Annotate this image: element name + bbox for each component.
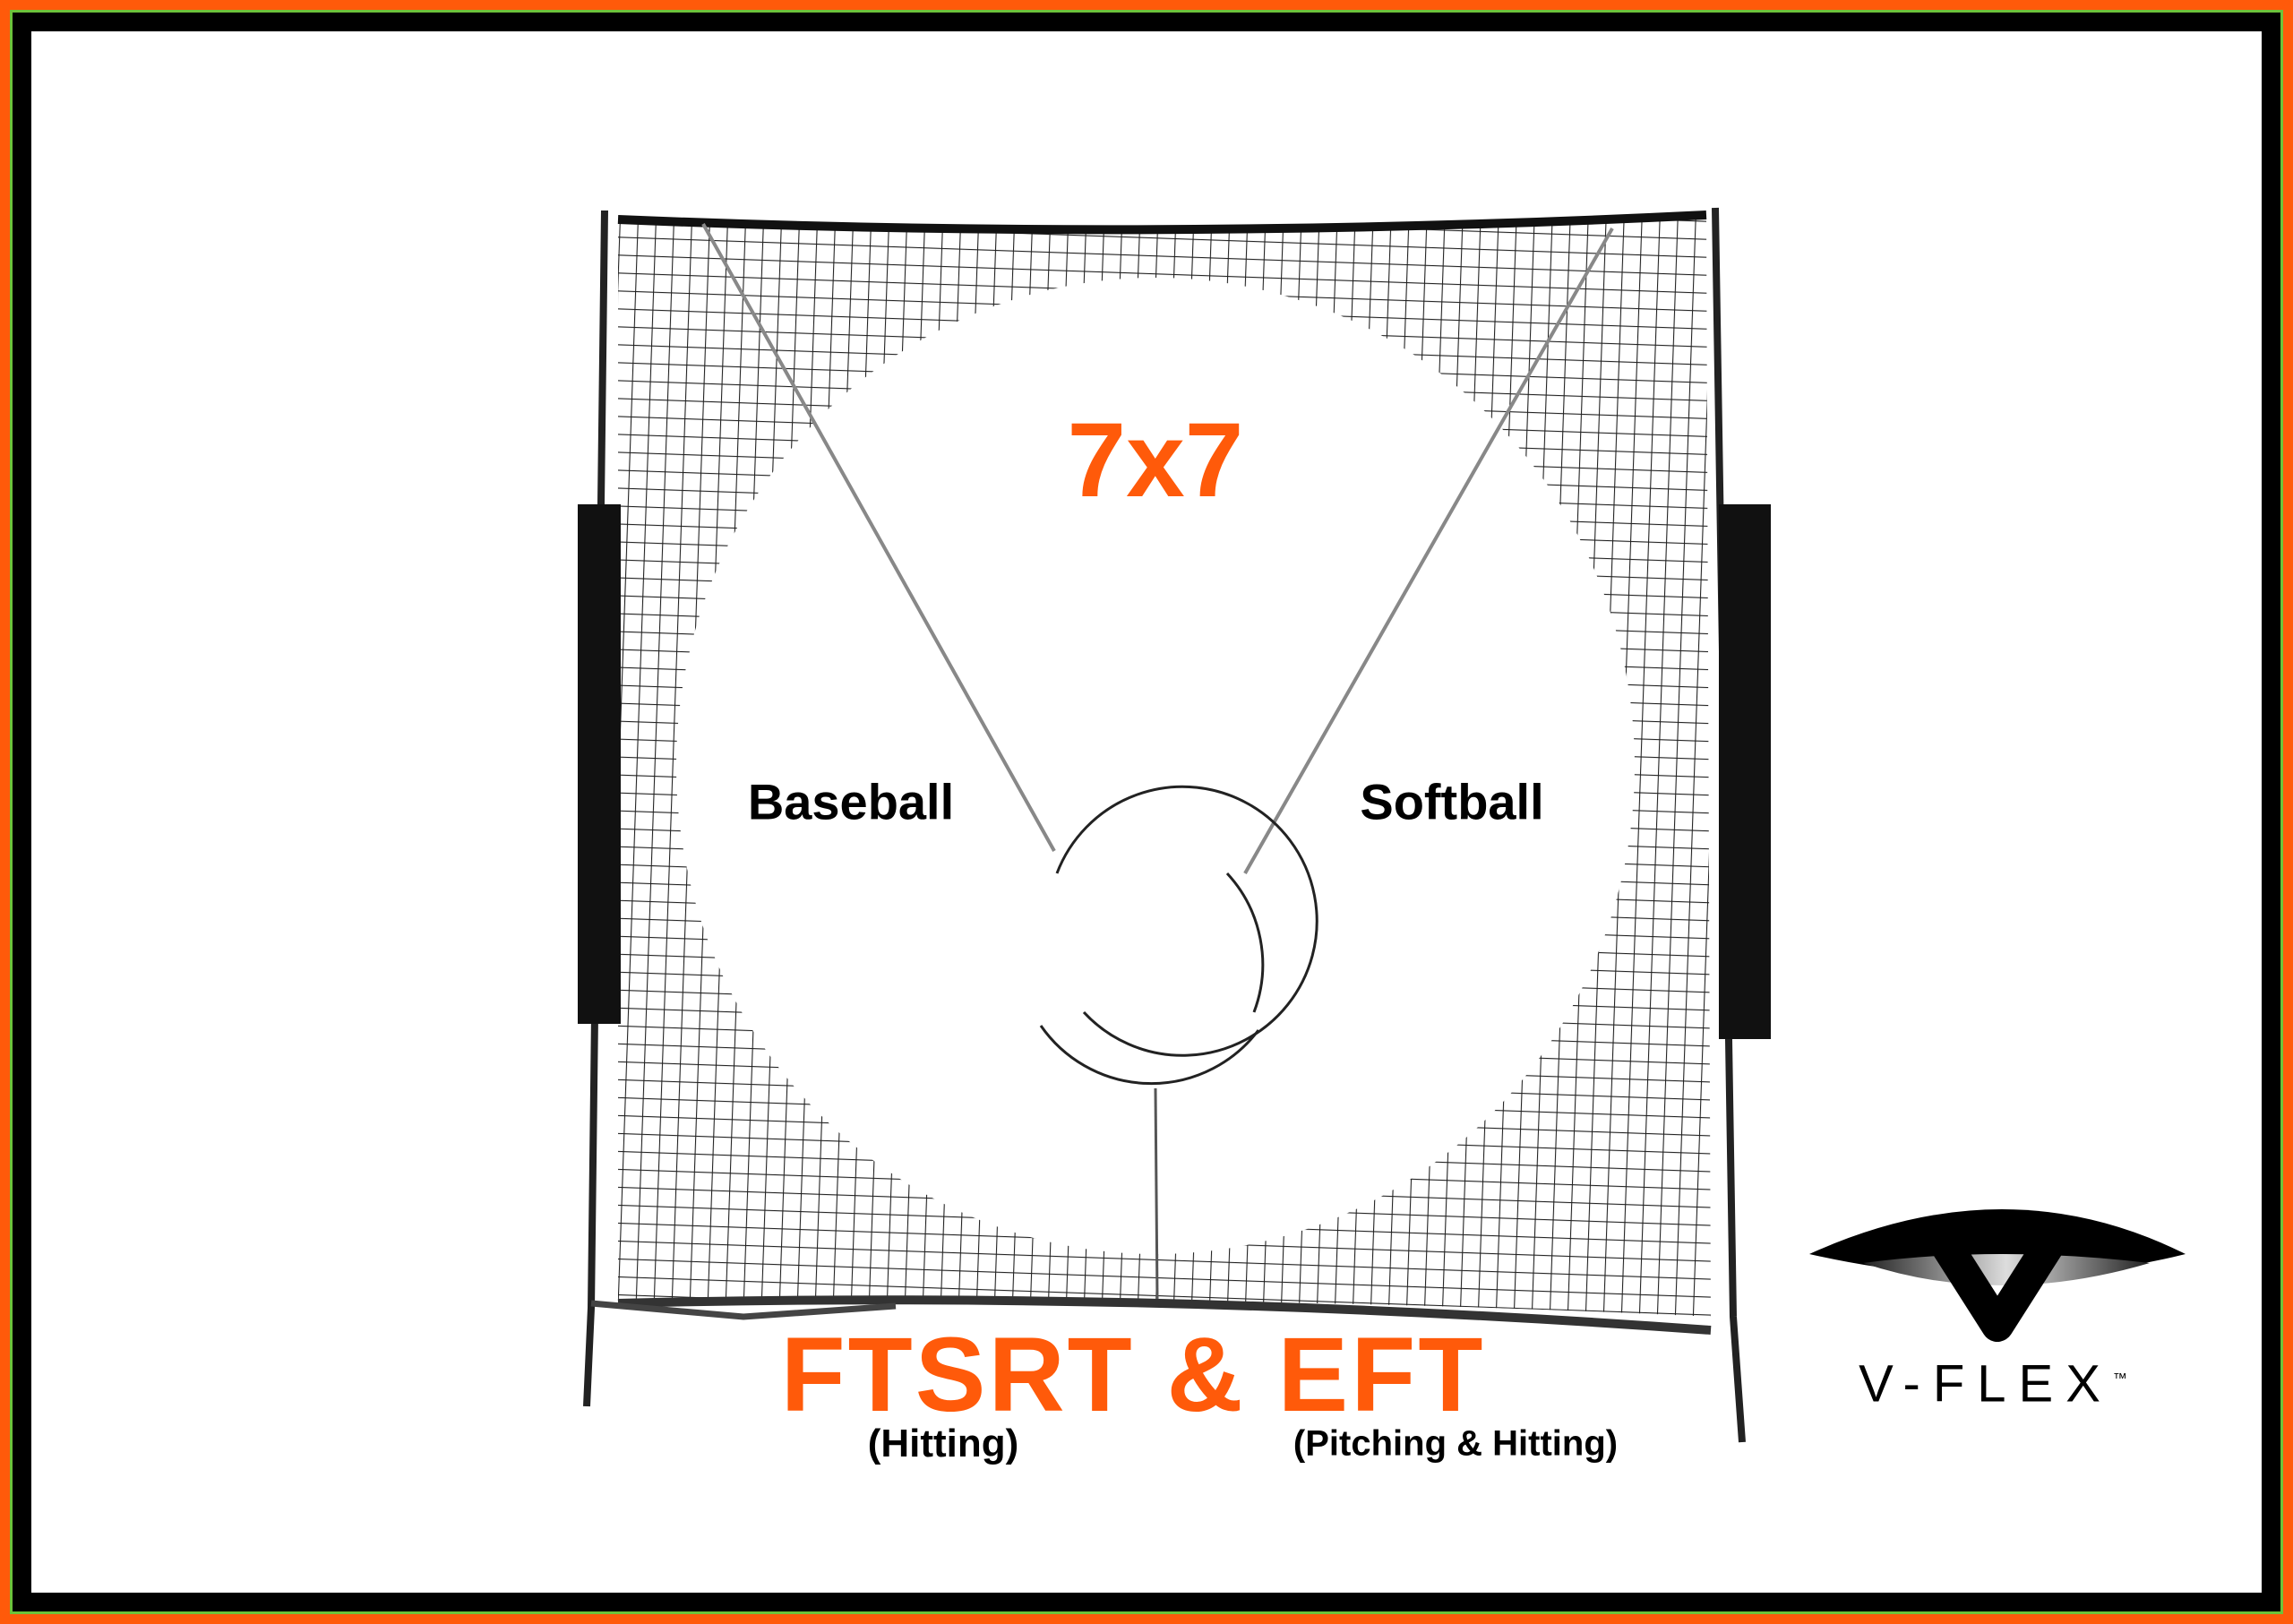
left-bungee	[701, 223, 1056, 852]
pitching-hitting-label: (Pitching & Hitting)	[1292, 1423, 1619, 1464]
target-circle	[676, 278, 1635, 1254]
brand-logo-icon	[1809, 1209, 2186, 1342]
right-sleeve	[1719, 504, 1771, 1039]
trademark: ™	[2112, 1371, 2127, 1388]
size-label: 7x7	[1067, 401, 1244, 520]
brand-wordmark: V-FLEX™	[1859, 1354, 2127, 1414]
baseball-label: Baseball	[747, 773, 955, 830]
right-bungee	[1243, 228, 1614, 874]
hitting-label: (Hitting)	[867, 1422, 1019, 1465]
left-sleeve	[578, 504, 621, 1024]
brand-name: V-FLEX	[1859, 1354, 2113, 1413]
net-bottom-rail	[617, 1295, 1712, 1335]
left-leg	[590, 1300, 897, 1320]
models-title: FTSRT & EFT	[780, 1316, 1486, 1434]
net-top-rail	[617, 211, 1707, 235]
softball-label: Softball	[1360, 773, 1544, 830]
strike-zone-arc	[1039, 785, 1318, 1086]
center-line	[1154, 1087, 1159, 1300]
